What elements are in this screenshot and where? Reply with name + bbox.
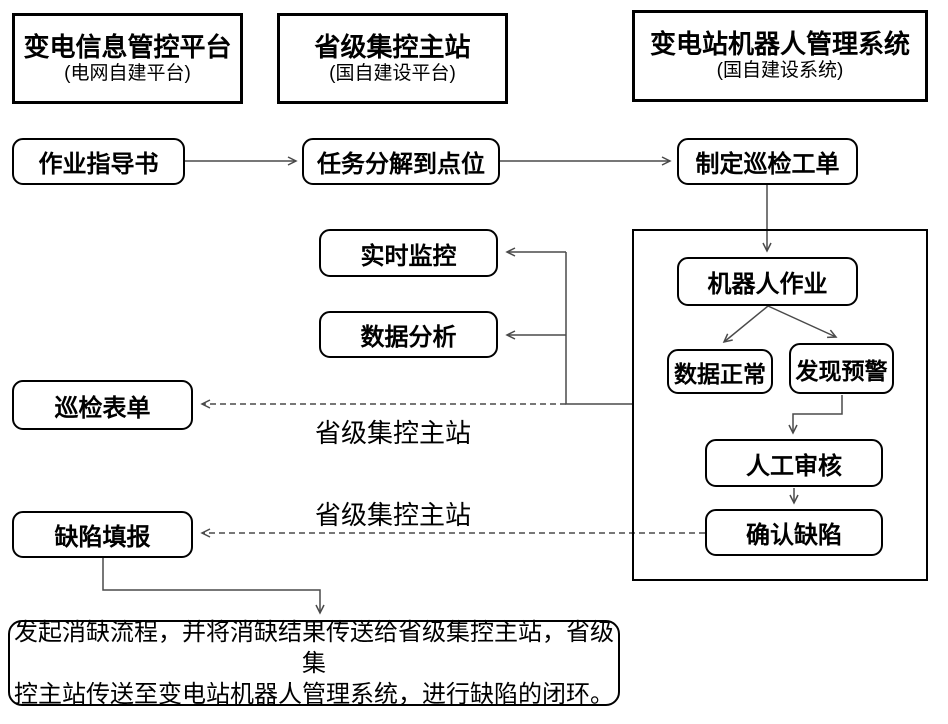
header-title: 变电站机器人管理系统	[649, 29, 910, 60]
arrow-defectreport-to-bottomnote	[102, 558, 325, 615]
node-create-order: 制定巡检工单	[677, 138, 858, 185]
header-subtitle: (国自建设系统)	[716, 60, 844, 82]
node-warning-found: 发现预警	[789, 343, 894, 394]
header-subtitle: (电网自建平台)	[64, 62, 191, 84]
node-task-decompose: 任务分解到点位	[302, 138, 500, 185]
header-robot-management-system: 变电站机器人管理系统 (国自建设系统)	[632, 10, 928, 102]
node-inspection-form: 巡检表单	[12, 380, 193, 430]
node-confirm-defect: 确认缺陷	[705, 509, 883, 556]
edge-label-provincial-station-1: 省级集控主站	[315, 418, 472, 448]
bottom-note: 发起消缺流程，并将消缺结果传送给省级集控主站，省级集 控主站传送至变电站机器人管…	[8, 619, 620, 708]
robot-system-frame	[632, 229, 928, 581]
header-substation-info-platform: 变电信息管控平台 (电网自建平台)	[12, 13, 243, 104]
header-provincial-master-station: 省级集控主站 (国自建设平台)	[277, 13, 508, 104]
edge-label-provincial-station-2: 省级集控主站	[315, 500, 472, 530]
node-data-analysis: 数据分析	[319, 311, 498, 358]
header-subtitle: (国自建设平台)	[329, 62, 456, 84]
node-work-guide: 作业指导书	[12, 138, 185, 185]
node-realtime-monitor: 实时监控	[319, 229, 498, 277]
node-data-normal: 数据正常	[667, 349, 773, 394]
node-manual-review: 人工审核	[705, 439, 883, 487]
arrow-robotwork-to-warningfound	[767, 305, 838, 339]
header-title: 省级集控主站	[314, 31, 471, 62]
line-system-trunk	[565, 252, 632, 405]
header-title: 变电信息管控平台	[23, 31, 232, 62]
node-robot-work: 机器人作业	[677, 257, 858, 306]
arrow-warningfound-to-manualreview	[788, 395, 843, 435]
arrow-robotwork-to-datanormal	[722, 305, 769, 344]
node-defect-report: 缺陷填报	[12, 511, 193, 558]
